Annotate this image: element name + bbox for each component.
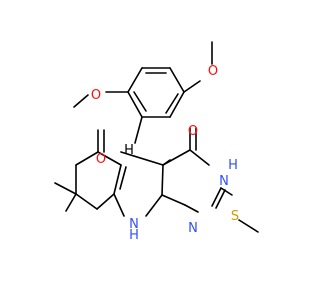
methoxy-bonds [73, 41, 213, 108]
aryl-ring [127, 67, 185, 118]
atom-h-bottom: H [129, 228, 139, 243]
left-ring [54, 129, 122, 212]
atom-o-methoxy-left: O [91, 88, 101, 103]
atom-n-top: N [219, 174, 229, 189]
atom-n-h-bottom: N [129, 217, 139, 232]
right-ring [161, 127, 259, 233]
atom-s-thio: S [231, 209, 239, 224]
aryl-c5-bond [134, 116, 143, 144]
atom-o-ketone: O [96, 152, 106, 167]
central-ring [113, 151, 171, 217]
molecule-structure: O O O O N H N N H S H [54, 41, 259, 243]
atom-n-bottom: N [188, 221, 198, 236]
atom-h-ch: H [124, 143, 134, 158]
atom-h-top: H [228, 158, 238, 173]
atom-o-methoxy-right: O [208, 64, 218, 79]
molecule-diagram: O O O O N H N N H S H [54, 41, 259, 243]
atom-o-lactam: O [188, 124, 198, 139]
